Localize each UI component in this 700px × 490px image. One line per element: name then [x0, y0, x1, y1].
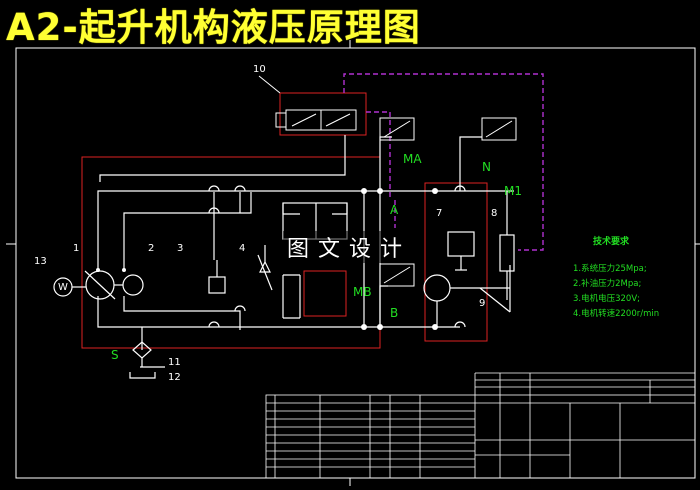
tech-requirement-item: 4.电机转速2200r/min [573, 309, 660, 319]
pilot-lines [343, 73, 544, 251]
label-3: 3 [177, 243, 184, 254]
port-label-b: B [390, 306, 399, 320]
label-10: 10 [253, 64, 266, 75]
label-12: 12 [168, 372, 181, 383]
port-label-m1: M1 [504, 184, 522, 198]
technical-requirements: 技术要求 1.系统压力25Mpa; 2.补油压力2Mpa; 3.电机电压320V… [573, 237, 660, 322]
title-block [265, 372, 696, 479]
port-label-a: A [390, 203, 399, 217]
label-9: 9 [479, 298, 486, 309]
label-11: 11 [168, 357, 181, 368]
label-8: 8 [491, 208, 498, 219]
valve-10 [258, 75, 367, 136]
label-4: 4 [239, 243, 246, 254]
port-label-n: N [482, 160, 491, 174]
motor-w-label: W [58, 282, 68, 293]
pressure-transducers [379, 117, 517, 287]
label-1: 1 [73, 243, 80, 254]
junction-dots [96, 188, 438, 330]
tech-requirements-heading: 技术要求 [593, 237, 630, 247]
tech-requirement-item: 2.补油压力2Mpa; [573, 279, 642, 289]
label-2: 2 [148, 243, 155, 254]
port-label-s: S [111, 348, 119, 362]
drawing-title: A2-起升机构液压原理图 [6, 6, 421, 49]
port-label-ma: MA [403, 152, 422, 166]
label-13: 13 [34, 256, 47, 267]
tech-requirement-item: 3.电机电压320V; [573, 294, 641, 304]
port-label-mb: MB [353, 285, 372, 299]
watermark-text: 图文设计 [283, 231, 416, 263]
tech-requirement-item: 1.系统压力25Mpa; [573, 264, 647, 274]
label-7: 7 [436, 208, 443, 219]
